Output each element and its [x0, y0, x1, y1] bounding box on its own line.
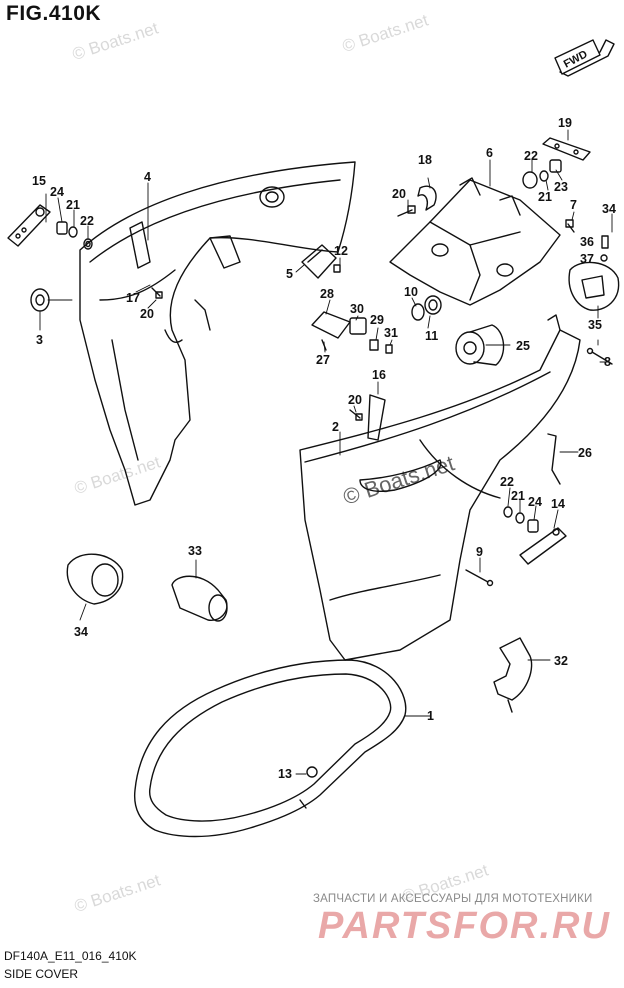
- lever-handle-left-part: [7, 204, 51, 247]
- clip-part: [417, 185, 437, 211]
- callout-27: 27: [316, 353, 330, 367]
- promo-text: ЗАПЧАСТИ И АКСЕССУАРЫ ДЛЯ МОТОТЕХНИКИ: [313, 893, 593, 905]
- bolt-20-parts: [151, 205, 416, 421]
- lever-handle-right-part: [519, 527, 567, 565]
- callout-21a: 21: [66, 198, 80, 212]
- callout-22c: 22: [500, 475, 514, 489]
- left-handle-hardware: [56, 221, 93, 250]
- callout-33: 33: [188, 544, 202, 558]
- callout-1: 1: [427, 709, 434, 723]
- callout-21b: 21: [538, 190, 552, 204]
- callout-18: 18: [418, 153, 432, 167]
- callout-5: 5: [286, 267, 293, 281]
- bolt-7-part: [565, 219, 575, 233]
- bracket-part: [301, 244, 341, 279]
- callout-34b: 34: [602, 202, 616, 216]
- callout-21c: 21: [511, 489, 525, 503]
- callout-19: 19: [558, 116, 572, 130]
- callout-3: 3: [36, 333, 43, 347]
- callout-24a: 24: [50, 185, 64, 199]
- callout-10: 10: [404, 285, 418, 299]
- callout-4: 4: [144, 170, 151, 184]
- cable-tie-part: [547, 433, 561, 485]
- callout-20c: 20: [348, 393, 362, 407]
- callout-35: 35: [588, 318, 602, 332]
- callout-23: 23: [554, 180, 568, 194]
- callout-28: 28: [320, 287, 334, 301]
- callout-7: 7: [570, 198, 577, 212]
- callout-26: 26: [578, 446, 592, 460]
- fwd-arrow-icon: FWD: [554, 39, 615, 77]
- callout-20a: 20: [392, 187, 406, 201]
- callout-8: 8: [604, 355, 611, 369]
- clamp-32-part: [493, 637, 533, 713]
- figure-caption: SIDE COVER: [4, 967, 79, 981]
- screw-9-part: [465, 569, 494, 587]
- bottom-seal-part: [133, 659, 407, 838]
- callout-20b: 20: [140, 307, 154, 321]
- bushings-right: [522, 159, 562, 189]
- rubber-mount-part: [455, 324, 505, 366]
- bushing-10-11: [411, 295, 442, 321]
- callout-37: 37: [580, 252, 594, 266]
- callout-2: 2: [332, 420, 339, 434]
- callout-34a: 34: [74, 625, 88, 639]
- callout-16: 16: [372, 368, 386, 382]
- upper-mount-part: [389, 177, 561, 306]
- leader-lines: [39, 129, 613, 775]
- callout-14: 14: [551, 497, 565, 511]
- callout-36: 36: [580, 235, 594, 249]
- grommet-part: [30, 288, 50, 312]
- seal-35-part: [568, 261, 620, 311]
- callout-6: 6: [486, 146, 493, 160]
- brand-logo: PARTSFOR.RU: [318, 905, 611, 947]
- callout-32: 32: [554, 654, 568, 668]
- washer-37-part: [600, 254, 608, 262]
- callout-12: 12: [334, 244, 348, 258]
- left-side-cover-part: [79, 161, 356, 506]
- callout-25: 25: [516, 339, 530, 353]
- figure-title: FIG.410K: [6, 2, 102, 25]
- bar-bracket-part: [542, 137, 591, 161]
- seal-34-part: [66, 553, 124, 605]
- callout-22b: 22: [524, 149, 538, 163]
- callout-9: 9: [476, 545, 483, 559]
- handle-hardware-right: [503, 506, 539, 533]
- callout-30: 30: [350, 302, 364, 316]
- callout-numbers: 1 2 3 4 5 6 7 8 9 10 11 12 13 14 15 16 1…: [32, 116, 616, 781]
- callout-24b: 24: [528, 495, 542, 509]
- callout-17: 17: [126, 291, 140, 305]
- model-code: DF140A_E11_016_410K: [4, 949, 137, 963]
- screw-8-part: [586, 347, 613, 365]
- callout-13: 13: [278, 767, 292, 781]
- callout-11: 11: [425, 329, 438, 343]
- bracket-16-part: [367, 394, 386, 441]
- callout-31: 31: [384, 326, 398, 340]
- right-side-cover-part: [299, 314, 581, 661]
- pin-36-part: [601, 235, 609, 249]
- callout-29: 29: [370, 313, 384, 327]
- callout-15: 15: [32, 174, 46, 188]
- callout-22a: 22: [80, 214, 94, 228]
- seal-33-part: [171, 575, 228, 622]
